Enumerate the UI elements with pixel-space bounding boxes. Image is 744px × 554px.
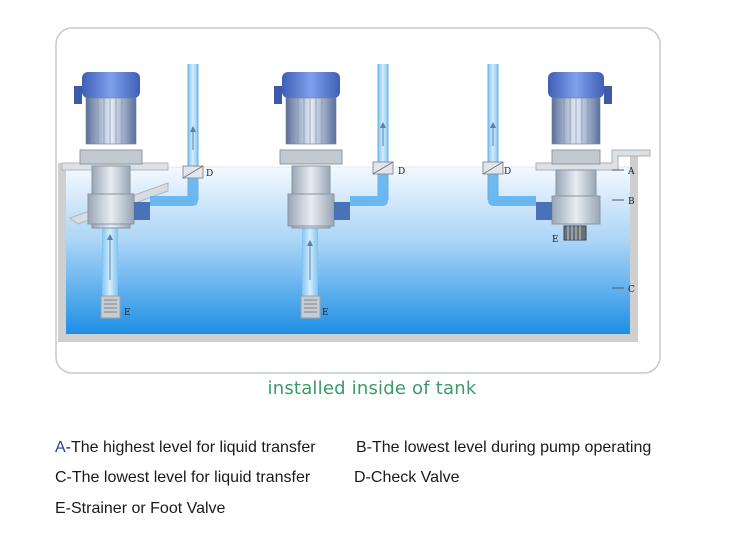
pump-2 xyxy=(274,64,394,319)
legend-a-letter: A xyxy=(55,439,66,456)
legend-d: D-Check Valve xyxy=(354,469,460,486)
strainer-icon xyxy=(563,225,587,241)
check-valve-icon xyxy=(372,161,394,175)
legend-c: C-The lowest level for liquid transfer xyxy=(55,469,311,486)
label-d-3: D xyxy=(504,167,511,177)
label-c: C xyxy=(628,285,635,295)
label-a: A xyxy=(627,167,635,177)
check-valve-icon xyxy=(482,161,504,175)
pump-3 xyxy=(482,64,651,241)
label-e-3: E xyxy=(552,235,559,245)
legend-a: A-The highest level for liquid transfer xyxy=(55,439,316,457)
label-b: B xyxy=(628,197,635,207)
tank-liquid xyxy=(66,167,630,334)
strainer-icon xyxy=(100,295,121,319)
pump-installation-diagram: D E D E D E A B C xyxy=(55,27,661,374)
legend-e: E-Strainer or Foot Valve xyxy=(55,500,226,517)
label-e-2: E xyxy=(322,308,329,318)
legend-a-text: -The highest level for liquid transfer xyxy=(65,439,316,456)
check-valve-icon xyxy=(182,165,204,179)
pump-1 xyxy=(61,64,204,319)
strainer-icon xyxy=(300,295,321,319)
legend-b: B-The lowest level during pump operating xyxy=(356,439,652,456)
tank xyxy=(58,150,638,342)
label-e-1: E xyxy=(124,308,131,318)
label-d-2: D xyxy=(398,167,405,177)
level-markers xyxy=(612,169,624,289)
label-d-1: D xyxy=(206,169,213,179)
diagram-caption: installed inside of tank xyxy=(267,378,477,399)
